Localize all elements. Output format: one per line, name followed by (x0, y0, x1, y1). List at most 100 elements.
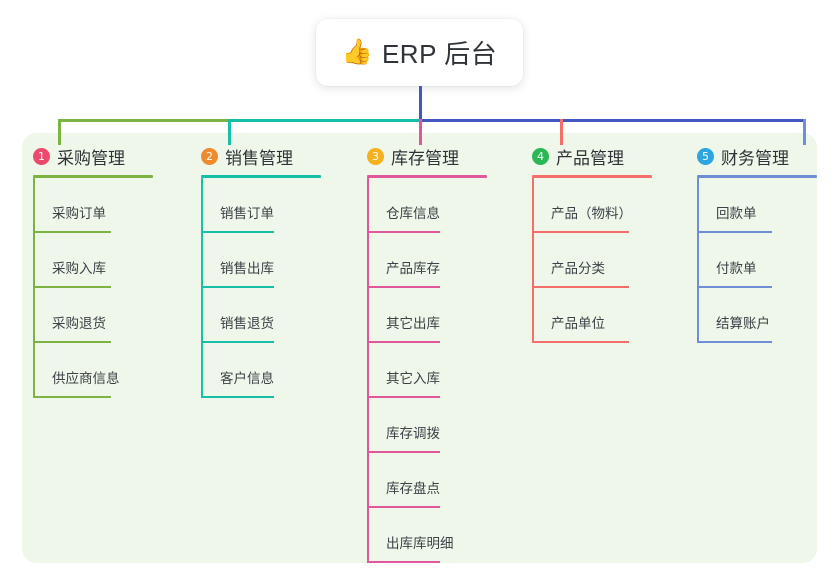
list-item-rule (367, 341, 440, 343)
list-item-label: 产品（物料） (551, 206, 632, 221)
list-item-label: 出库库明细 (386, 536, 454, 551)
list-item-label: 产品单位 (551, 316, 605, 331)
column-3: 3 库存管理仓库信息产品库存其它出库其它入库库存调拨库存盘点出库库明细 (356, 144, 521, 563)
column-items-1: 采购订单采购入库采购退货供应商信息 (22, 178, 187, 398)
list-item-label: 库存调拨 (386, 426, 440, 441)
list-item-rule (367, 451, 440, 453)
list-item-rule (697, 341, 772, 343)
column-drop-line-3 (419, 119, 422, 145)
column-title-2: 销售管理 (225, 148, 293, 168)
column-badge-3: 3 (367, 147, 384, 165)
list-item[interactable]: 产品分类 (521, 233, 686, 288)
list-item[interactable]: 库存调拨 (356, 398, 521, 453)
list-item[interactable]: 产品库存 (356, 233, 521, 288)
list-item[interactable]: 销售出库 (190, 233, 355, 288)
content-panel (22, 133, 817, 563)
list-item[interactable]: 采购订单 (22, 178, 187, 233)
list-item-rule (33, 286, 111, 288)
list-item[interactable]: 采购退货 (22, 288, 187, 343)
root-stem-line (419, 86, 422, 122)
list-item[interactable]: 销售退货 (190, 288, 355, 343)
column-badge-2: 2 (201, 147, 218, 165)
column-items-2: 销售订单销售出库销售退货客户信息 (190, 178, 355, 398)
list-item-label: 客户信息 (220, 371, 274, 386)
list-item-rule (367, 506, 440, 508)
column-spine-1 (33, 178, 35, 398)
column-items-4: 产品（物料） 产品分类产品单位 (521, 178, 686, 343)
list-item[interactable]: 产品单位 (521, 288, 686, 343)
list-item-label: 结算账户 (716, 316, 770, 331)
column-rule-1 (33, 175, 153, 178)
column-badge-4: 4 (532, 147, 549, 165)
column-rule-5 (697, 175, 817, 178)
root-node-label: ERP 后台 (381, 39, 498, 69)
column-4: 4 产品管理产品（物料） 产品分类产品单位 (521, 144, 686, 343)
list-item[interactable]: 销售订单 (190, 178, 355, 233)
list-item-rule (367, 231, 440, 233)
column-header-2[interactable]: 2 销售管理 (190, 144, 355, 168)
list-item-label: 付款单 (716, 261, 757, 276)
list-item-label: 其它入库 (386, 371, 440, 386)
list-item[interactable]: 采购入库 (22, 233, 187, 288)
list-item[interactable]: 其它出库 (356, 288, 521, 343)
column-header-4[interactable]: 4 产品管理 (521, 144, 686, 168)
list-item-rule (532, 341, 629, 343)
list-item-rule (201, 286, 274, 288)
list-item[interactable]: 回款单 (686, 178, 817, 233)
list-item-rule (367, 286, 440, 288)
list-item-rule (697, 286, 772, 288)
list-item-label: 供应商信息 (52, 371, 120, 386)
list-item[interactable]: 出库库明细 (356, 508, 521, 563)
column-header-5[interactable]: 5 财务管理 (686, 144, 817, 168)
list-item-label: 销售订单 (220, 206, 274, 221)
list-item-label: 其它出库 (386, 316, 440, 331)
column-items-5: 回款单付款单结算账户 (686, 178, 817, 343)
list-item[interactable]: 付款单 (686, 233, 817, 288)
column-drop-line-4 (560, 119, 563, 145)
list-item[interactable]: 其它入库 (356, 343, 521, 398)
list-item-rule (33, 231, 111, 233)
column-title-3: 库存管理 (391, 148, 459, 168)
column-drop-line-1 (58, 119, 61, 145)
list-item-label: 销售出库 (220, 261, 274, 276)
list-item-rule (532, 231, 629, 233)
list-item-rule (367, 561, 440, 563)
list-item[interactable]: 客户信息 (190, 343, 355, 398)
list-item-label: 产品分类 (551, 261, 605, 276)
column-drop-line-2 (228, 119, 231, 145)
bus-segment-mid (228, 119, 419, 122)
column-spine-5 (697, 178, 699, 343)
thumbs-up-icon: 👍 (341, 38, 373, 66)
list-item-rule (201, 231, 274, 233)
column-rule-3 (367, 175, 487, 178)
list-item-rule (697, 231, 772, 233)
list-item-rule (33, 341, 111, 343)
list-item[interactable]: 库存盘点 (356, 453, 521, 508)
list-item-label: 销售退货 (220, 316, 274, 331)
column-spine-3 (367, 178, 369, 563)
column-title-1: 采购管理 (57, 148, 125, 168)
column-title-5: 财务管理 (721, 148, 789, 168)
column-rule-4 (532, 175, 652, 178)
bus-segment-right (419, 119, 806, 122)
list-item[interactable]: 结算账户 (686, 288, 817, 343)
column-header-3[interactable]: 3 库存管理 (356, 144, 521, 168)
list-item[interactable]: 仓库信息 (356, 178, 521, 233)
list-item-label: 采购订单 (52, 206, 106, 221)
list-item-rule (367, 396, 440, 398)
bus-segment-left (58, 119, 231, 122)
list-item-rule (201, 341, 274, 343)
list-item[interactable]: 产品（物料） (521, 178, 686, 233)
list-item-label: 采购退货 (52, 316, 106, 331)
root-node-erp-backend[interactable]: 👍 ERP 后台 (316, 19, 523, 86)
column-rule-2 (201, 175, 321, 178)
list-item-rule (532, 286, 629, 288)
column-badge-5: 5 (697, 147, 714, 165)
list-item-label: 回款单 (716, 206, 757, 221)
column-title-4: 产品管理 (556, 148, 624, 168)
list-item-label: 采购入库 (52, 261, 106, 276)
column-2: 2 销售管理销售订单销售出库销售退货客户信息 (190, 144, 355, 398)
list-item[interactable]: 供应商信息 (22, 343, 187, 398)
column-spine-4 (532, 178, 534, 343)
